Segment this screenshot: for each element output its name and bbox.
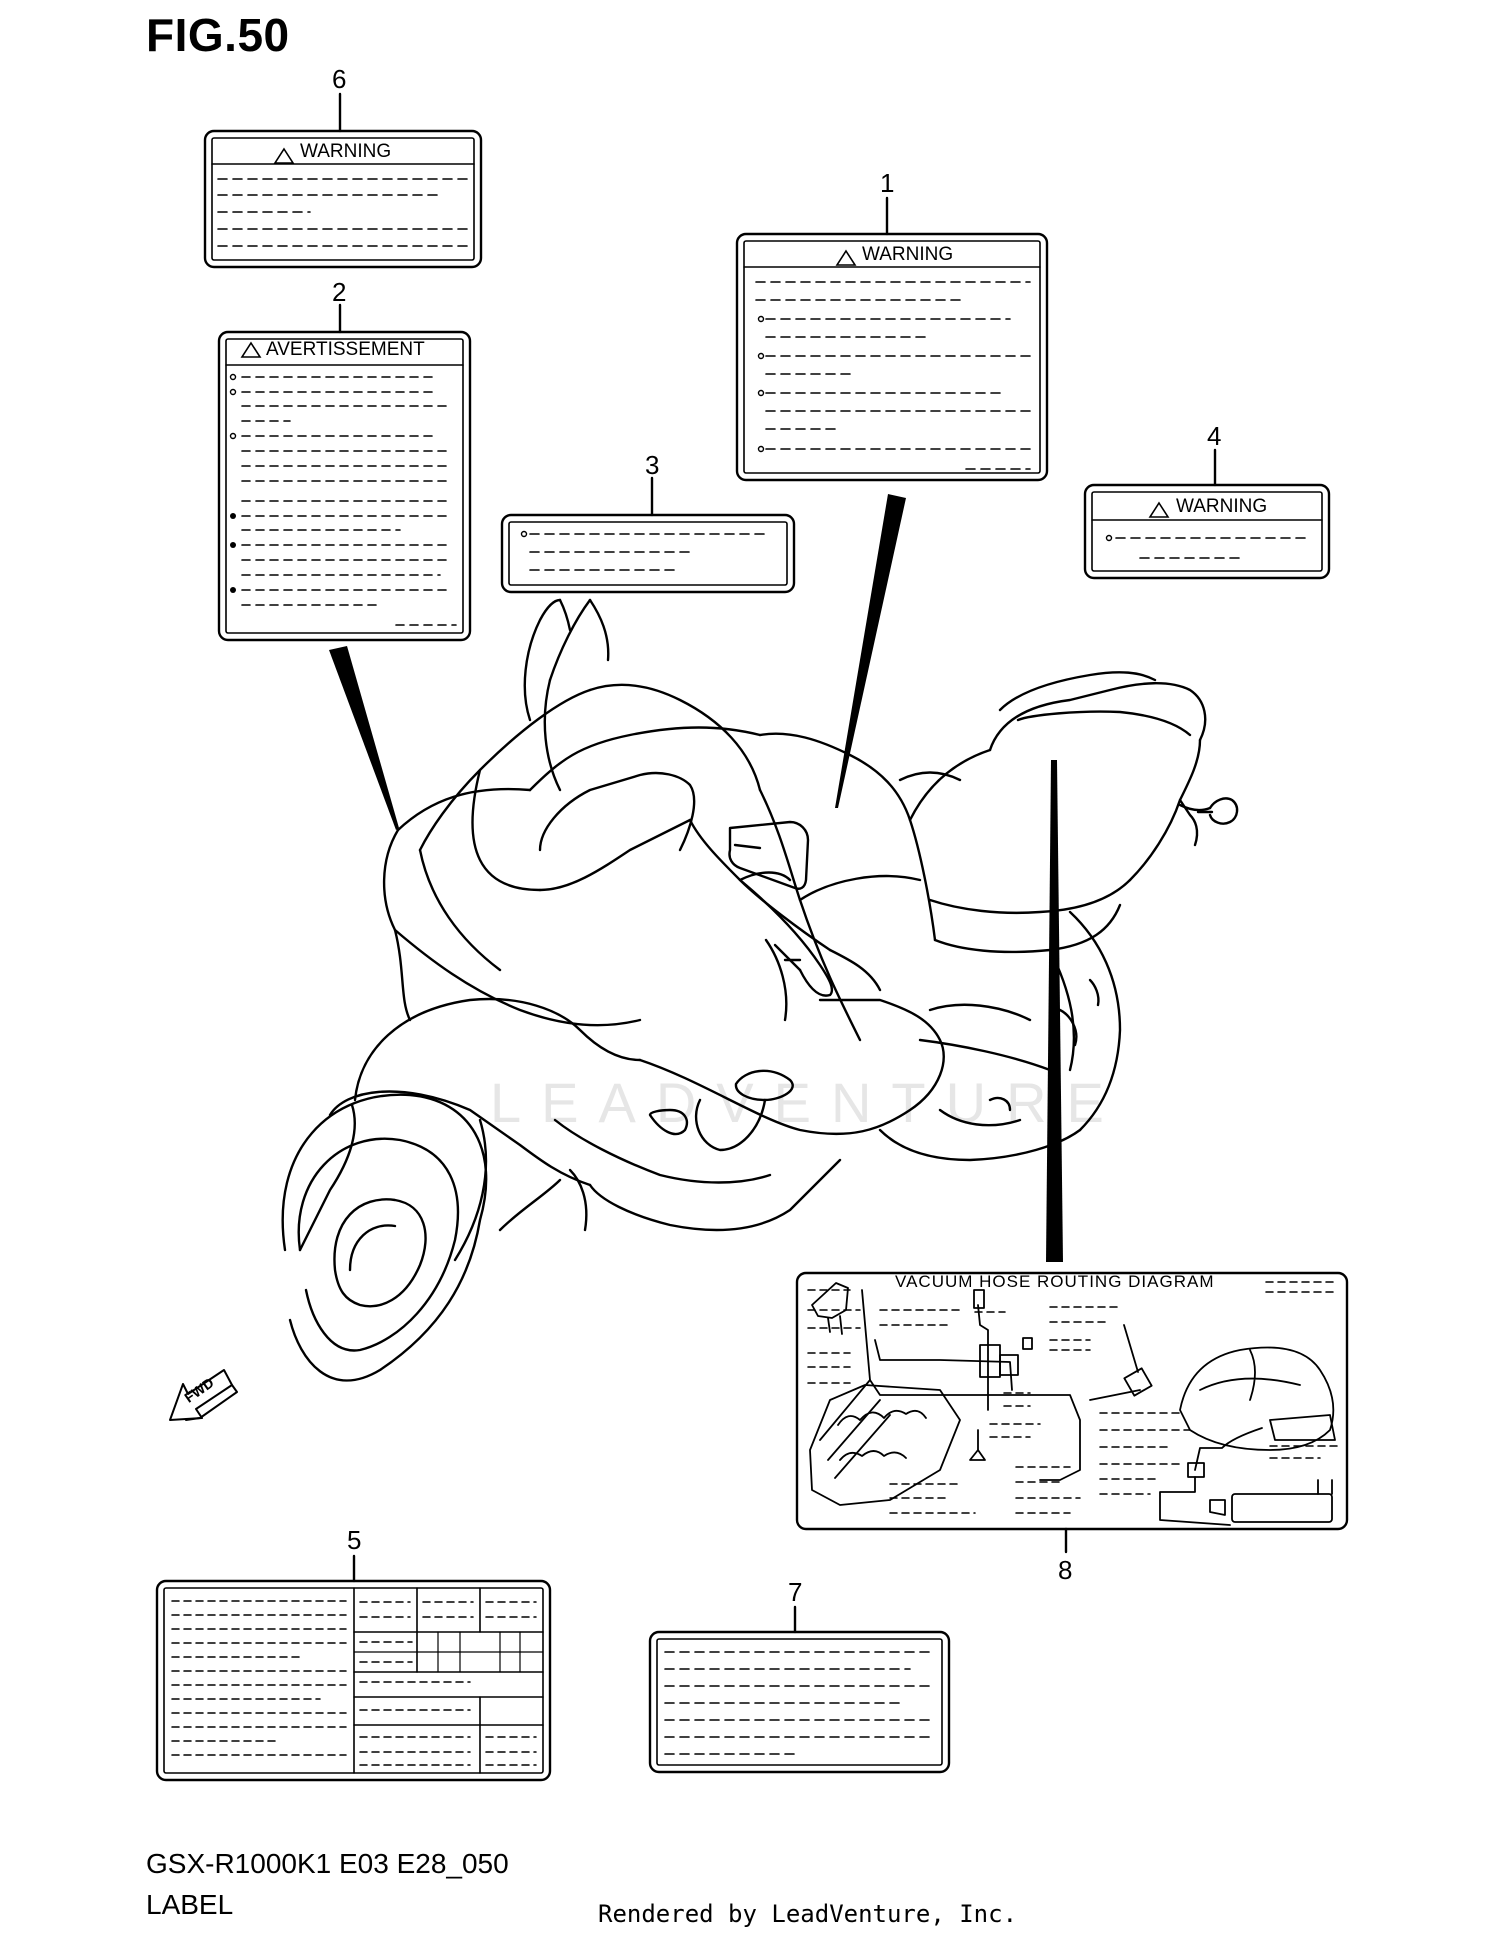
pointer-label-8 <box>1046 760 1063 1262</box>
label-1-heading: WARNING <box>862 244 954 265</box>
callout-8: 8 <box>1058 1555 1073 1585</box>
label-5[interactable] <box>155 1554 552 1782</box>
figure-title: FIG.50 <box>146 9 290 61</box>
label-4-heading: WARNING <box>1176 496 1268 517</box>
label-2-heading: AVERTISSEMENT <box>266 339 425 360</box>
callout-7: 7 <box>788 1577 803 1607</box>
model-code: GSX-R1000K1 E03 E28_050 <box>146 1848 509 1879</box>
callout-6: 6 <box>332 64 347 94</box>
label-6[interactable] <box>203 92 483 269</box>
warning-triangle-icons <box>240 147 1170 518</box>
label-2[interactable] <box>217 303 472 642</box>
label-7[interactable] <box>648 1605 951 1774</box>
fwd-arrow <box>169 1369 238 1421</box>
label-1[interactable] <box>735 196 1049 482</box>
label-6-heading: WARNING <box>300 141 392 162</box>
callout-2: 2 <box>332 277 347 307</box>
label-8-heading: VACUUM HOSE ROUTING DIAGRAM <box>895 1272 1215 1291</box>
callout-1: 1 <box>880 168 895 198</box>
motorcycle-outline <box>281 598 1239 1382</box>
rendered-by-credit: Rendered by LeadVenture, Inc. <box>598 1900 1018 1928</box>
section-name: LABEL <box>146 1889 234 1920</box>
label-8[interactable] <box>795 1271 1349 1554</box>
label-3[interactable] <box>500 476 796 594</box>
callout-5: 5 <box>347 1525 362 1555</box>
pointer-label-1 <box>835 494 906 808</box>
callout-3: 3 <box>645 450 660 480</box>
pointer-label-2 <box>329 646 399 830</box>
callout-4: 4 <box>1207 421 1222 451</box>
label-4[interactable] <box>1083 448 1331 580</box>
